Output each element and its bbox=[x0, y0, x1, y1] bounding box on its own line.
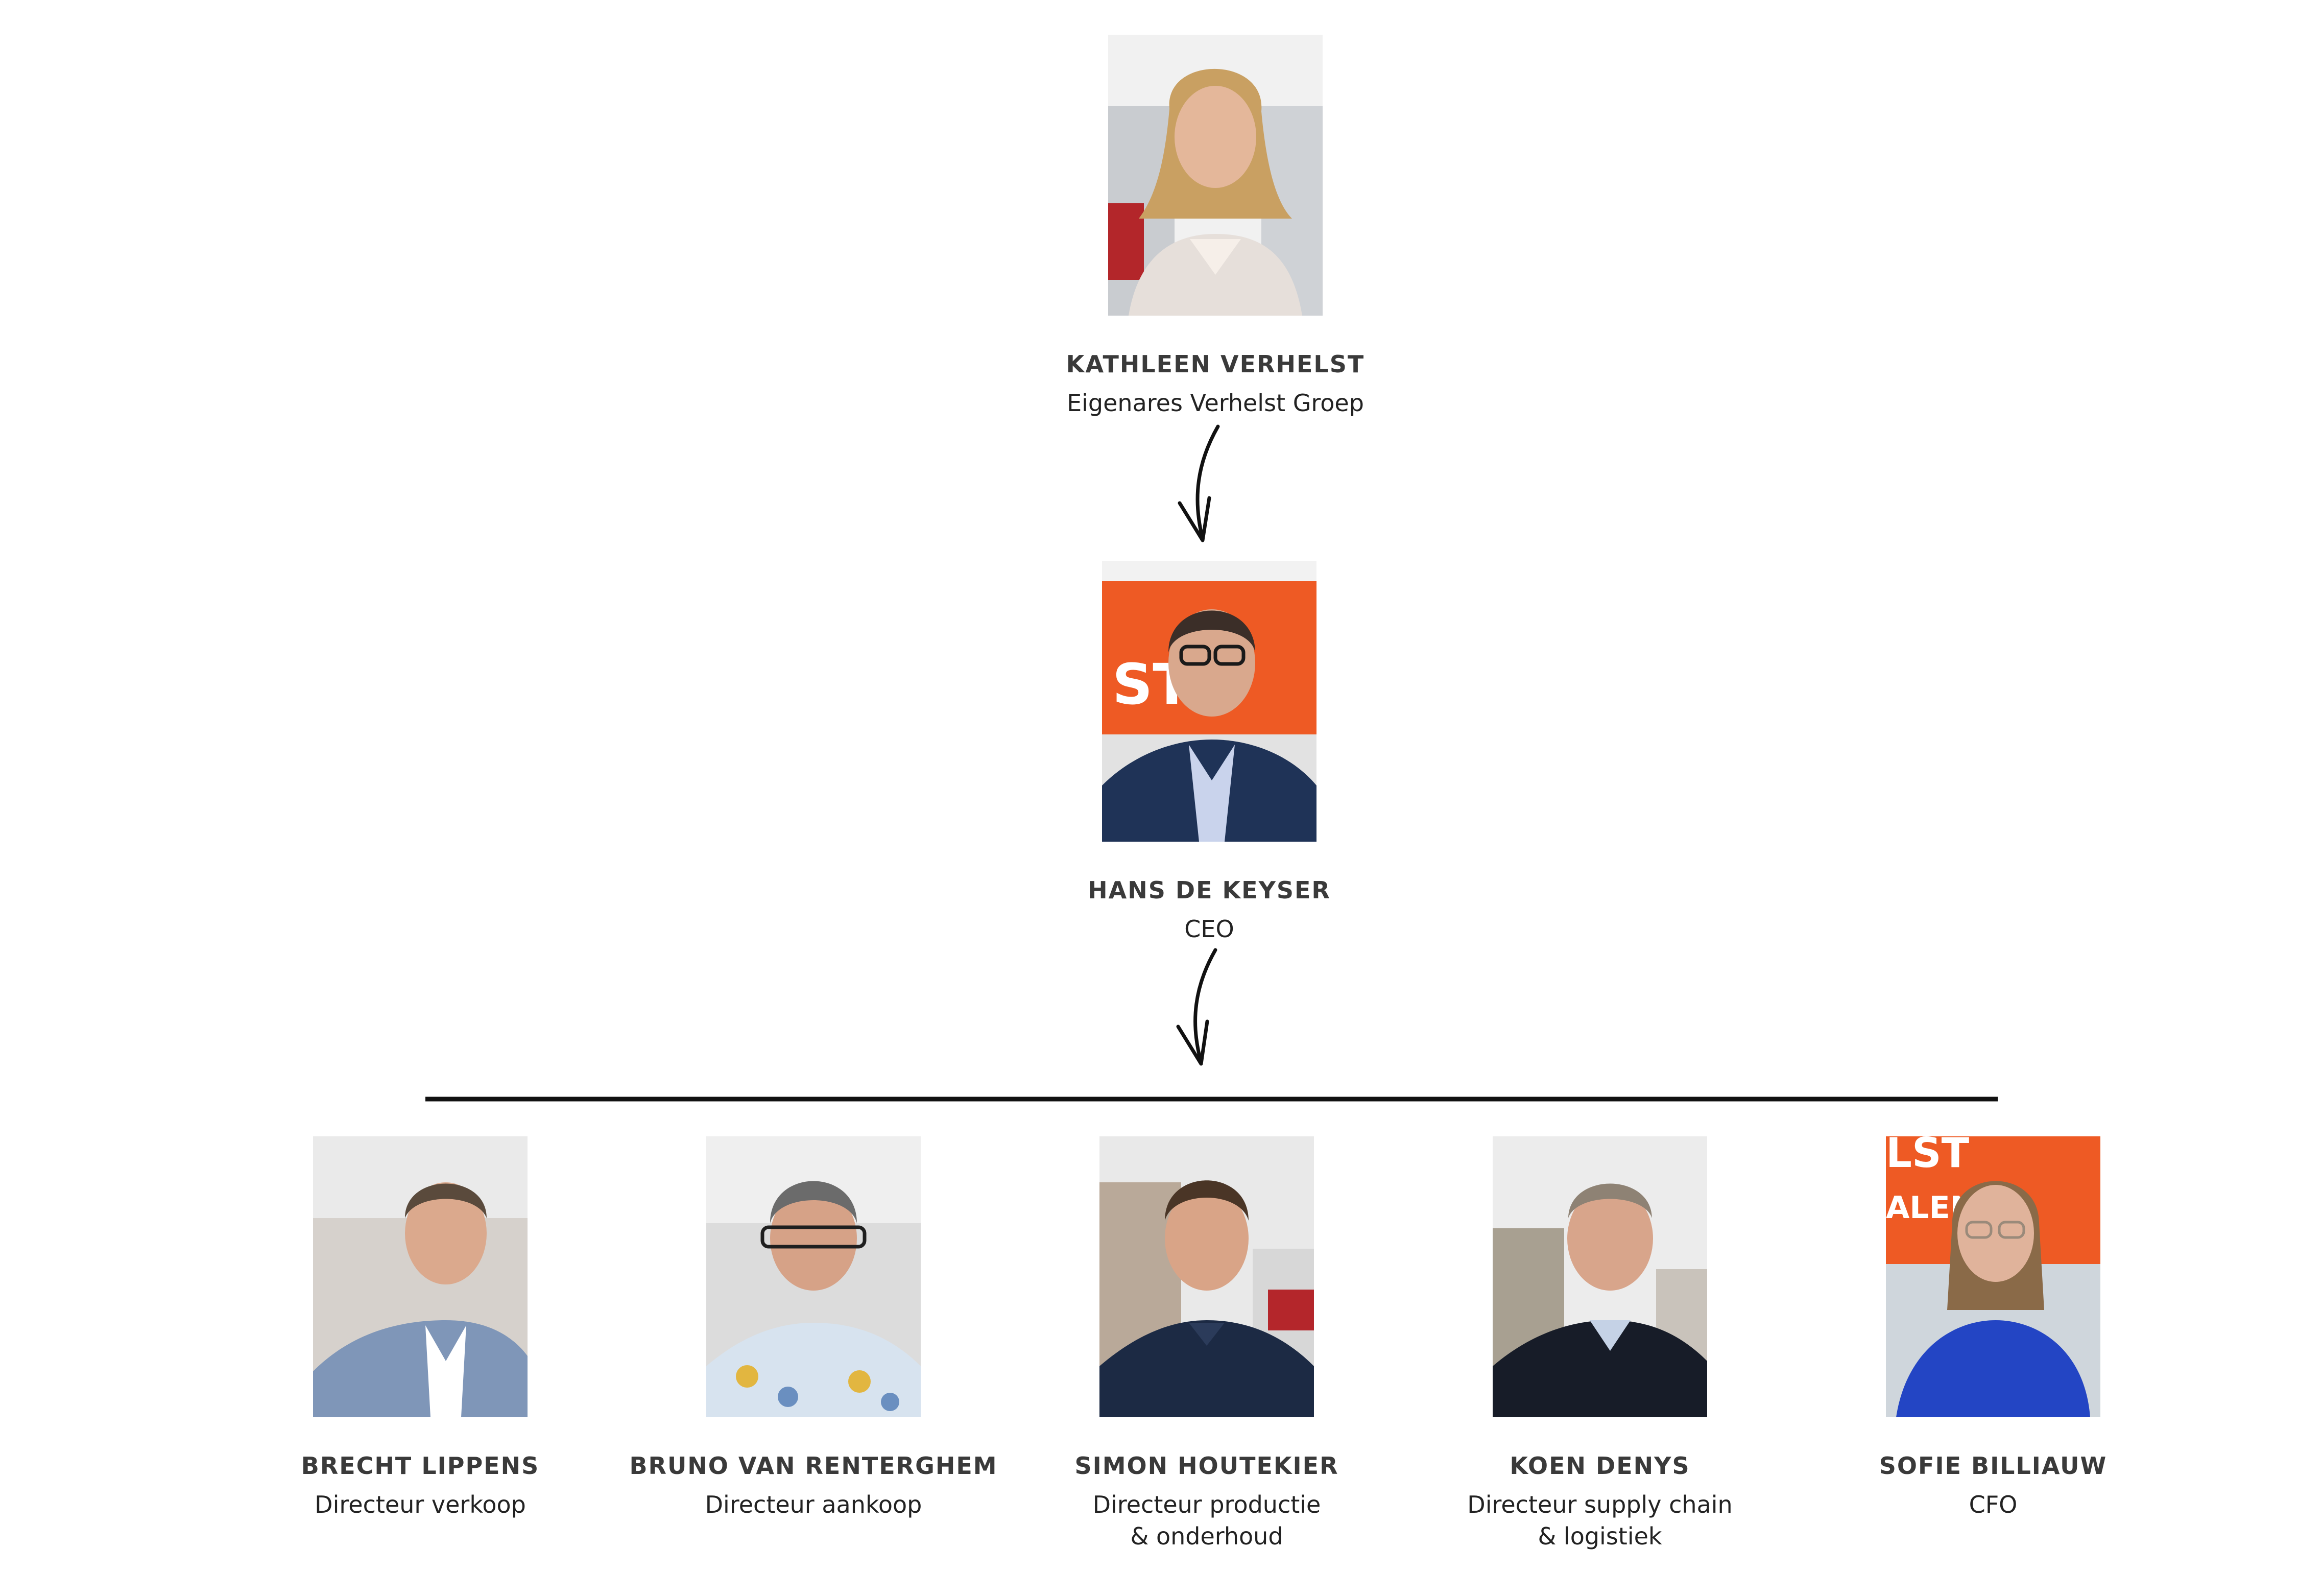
portrait-photo bbox=[1493, 1136, 1707, 1417]
person-role: Directeur supply chain & logistiek bbox=[1467, 1491, 1733, 1550]
person-name: BRUNO VAN RENTERGHEM bbox=[629, 1452, 998, 1480]
person-name: SIMON HOUTEKIER bbox=[1074, 1452, 1339, 1480]
person-name: KOEN DENYS bbox=[1510, 1452, 1690, 1480]
person-role: Eigenares Verhelst Groep bbox=[1067, 389, 1364, 417]
person-role: Directeur verkoop bbox=[315, 1491, 526, 1518]
person-name: HANS DE KEYSER bbox=[1088, 876, 1331, 904]
person-role: Directeur aankoop bbox=[705, 1491, 922, 1518]
portrait-photo: LST ALEN bbox=[1886, 1136, 2100, 1417]
portrait-photo: ST bbox=[1102, 561, 1316, 842]
portrait-photo bbox=[313, 1136, 528, 1417]
portrait-photo bbox=[1099, 1136, 1314, 1417]
arrow-ceo-to-directors bbox=[1176, 948, 1217, 1066]
person-name: SOFIE BILLIAUW bbox=[1879, 1452, 2108, 1480]
person-name: BRECHT LIPPENS bbox=[301, 1452, 540, 1480]
arrow-owner-to-ceo bbox=[1178, 424, 1220, 542]
portrait-photo bbox=[706, 1136, 921, 1417]
portrait-photo bbox=[1108, 35, 1323, 316]
person-role: CEO bbox=[1184, 915, 1234, 943]
svg-text:LST: LST bbox=[1886, 1136, 1970, 1177]
person-role: CFO bbox=[1969, 1491, 2018, 1518]
person-role: Directeur productie & onderhoud bbox=[1092, 1491, 1321, 1550]
person-name: KATHLEEN VERHELST bbox=[1066, 350, 1365, 378]
